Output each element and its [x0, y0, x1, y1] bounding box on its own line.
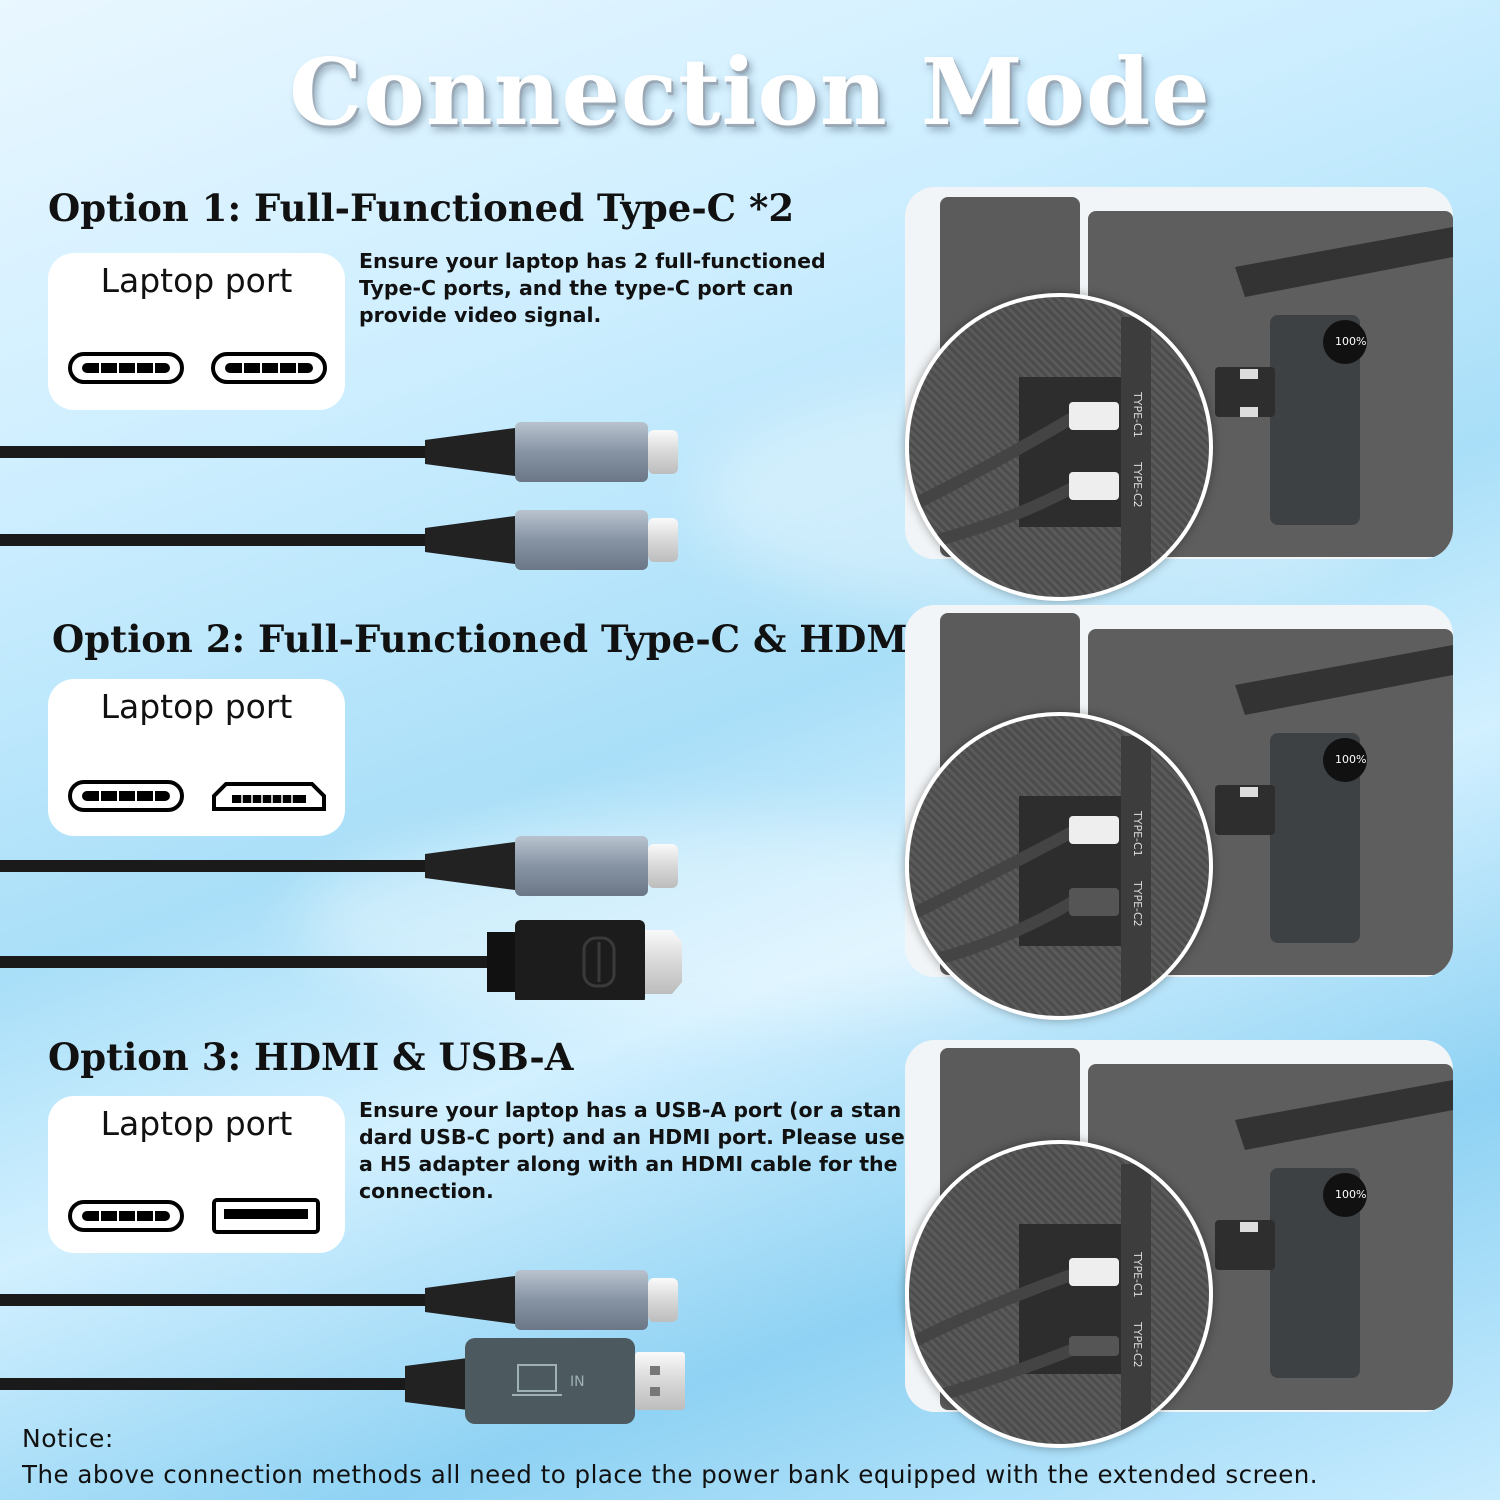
svg-text:TYPE-C1: TYPE-C1 [1131, 810, 1144, 857]
svg-text:TYPE-C2: TYPE-C2 [1131, 461, 1144, 508]
option-1-title: Option 1: Full-Functioned Type-C *2 [48, 186, 795, 230]
svg-text:TYPE-C2: TYPE-C2 [1131, 880, 1144, 927]
option-2-title: Option 2: Full-Functioned Type-C & HDMI [52, 617, 925, 661]
hdmi-port-icon [212, 782, 326, 811]
laptop-port-card-3: Laptop port [48, 1096, 345, 1253]
svg-text:100%: 100% [1335, 753, 1366, 766]
option-3-description: Ensure your laptop has a USB-A port (or … [359, 1098, 905, 1203]
svg-text:100%: 100% [1335, 335, 1366, 348]
notice-text: The above connection methods all need to… [22, 1460, 1319, 1489]
usb-c-port-icon [68, 352, 327, 384]
usb-c-usb-a-cable-pair: IN [0, 1270, 685, 1424]
usb-c-cable-pair [0, 422, 678, 570]
adapter-label: IN [570, 1374, 585, 1390]
usb-a-port-icon [212, 1198, 320, 1234]
page-title: Connection Mode [289, 38, 1211, 146]
port-zoom-circle-3: TYPE-C1 TYPE-C2 [905, 1140, 1213, 1448]
usb-c-port-icon [68, 780, 184, 812]
port-zoom-circle-2: TYPE-C1 TYPE-C2 [905, 712, 1213, 1020]
option-3-title: Option 3: HDMI & USB-A [48, 1035, 574, 1079]
svg-text:100%: 100% [1335, 1188, 1366, 1201]
port-zoom-circle-1: TYPE-C1 TYPE-C2 [905, 293, 1213, 601]
laptop-port-label: Laptop port [100, 261, 293, 300]
option-1-description: Ensure your laptop has 2 full-functioned… [359, 249, 826, 327]
svg-text:TYPE-C1: TYPE-C1 [1131, 1251, 1144, 1298]
laptop-port-label: Laptop port [100, 1104, 293, 1143]
usb-c-port-icon [68, 1200, 184, 1232]
usb-c-hdmi-cable-pair [0, 836, 682, 1000]
laptop-port-label: Laptop port [100, 687, 293, 726]
svg-text:TYPE-C1: TYPE-C1 [1131, 391, 1144, 438]
laptop-port-card-1: Laptop port [48, 253, 345, 410]
laptop-port-card-2: Laptop port [48, 679, 345, 836]
svg-text:TYPE-C2: TYPE-C2 [1131, 1321, 1144, 1368]
notice-heading: Notice: [22, 1424, 114, 1453]
